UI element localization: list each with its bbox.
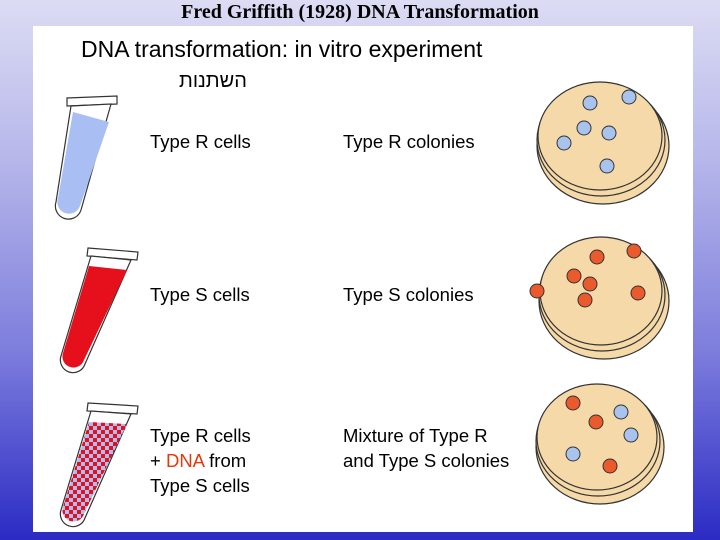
row3-from: from (209, 450, 247, 471)
colony-r (565, 446, 581, 462)
diagram-heading: DNA transformation: in vitro experiment (81, 36, 483, 62)
row3-cells-line1: Type R cells (150, 425, 251, 446)
test-tube-type-s (59, 247, 139, 374)
colony-r (613, 404, 629, 420)
petri-dish-type-s (529, 236, 670, 360)
row1-cells-label: Type R cells (150, 131, 251, 152)
colony-s (566, 268, 582, 284)
colony-s (565, 395, 581, 411)
diagram-panel: DNA transformation: in vitro experiment … (33, 26, 693, 532)
petri-dish-type-r (536, 81, 670, 205)
dna-label: DNA (165, 450, 204, 471)
colony-r (599, 158, 615, 174)
colony-r (582, 95, 598, 111)
row3-plus: + (150, 450, 161, 471)
colony-r (621, 89, 637, 105)
diagram-graphics (54, 81, 670, 528)
hebrew-subtitle: השתנות (179, 70, 247, 92)
row3-cells-line2: + DNA from (150, 448, 251, 473)
test-tube-type-r (54, 95, 118, 220)
colony-s (626, 243, 642, 259)
colony-s (588, 414, 604, 430)
row1-colonies-label: Type R colonies (343, 131, 475, 152)
row3-cells-line3: Type S cells (150, 475, 250, 496)
colony-r (576, 120, 592, 136)
row2-cells-label: Type S cells (150, 284, 250, 305)
row3-colonies-line2: and Type S colonies (343, 450, 510, 471)
colony-s (602, 458, 618, 474)
colony-r (556, 135, 572, 151)
colony-s (630, 285, 646, 301)
test-tube-mixture (59, 402, 139, 528)
row3-colonies-label: Mixture of Type R and Type S colonies (343, 423, 509, 473)
colony-s (589, 249, 605, 265)
colony-r (623, 427, 639, 443)
row3-cells-label: Type R cells + DNA from Type S cells (150, 423, 251, 498)
colony-r (601, 125, 617, 141)
colony-s (529, 283, 545, 299)
row3-colonies-line1: Mixture of Type R (343, 425, 488, 446)
slide-title: Fred Griffith (1928) DNA Transformation (181, 1, 539, 23)
petri-dish-mixture (535, 383, 665, 505)
row2-colonies-label: Type S colonies (343, 284, 474, 305)
colony-s (582, 276, 598, 292)
colony-s (577, 292, 593, 308)
